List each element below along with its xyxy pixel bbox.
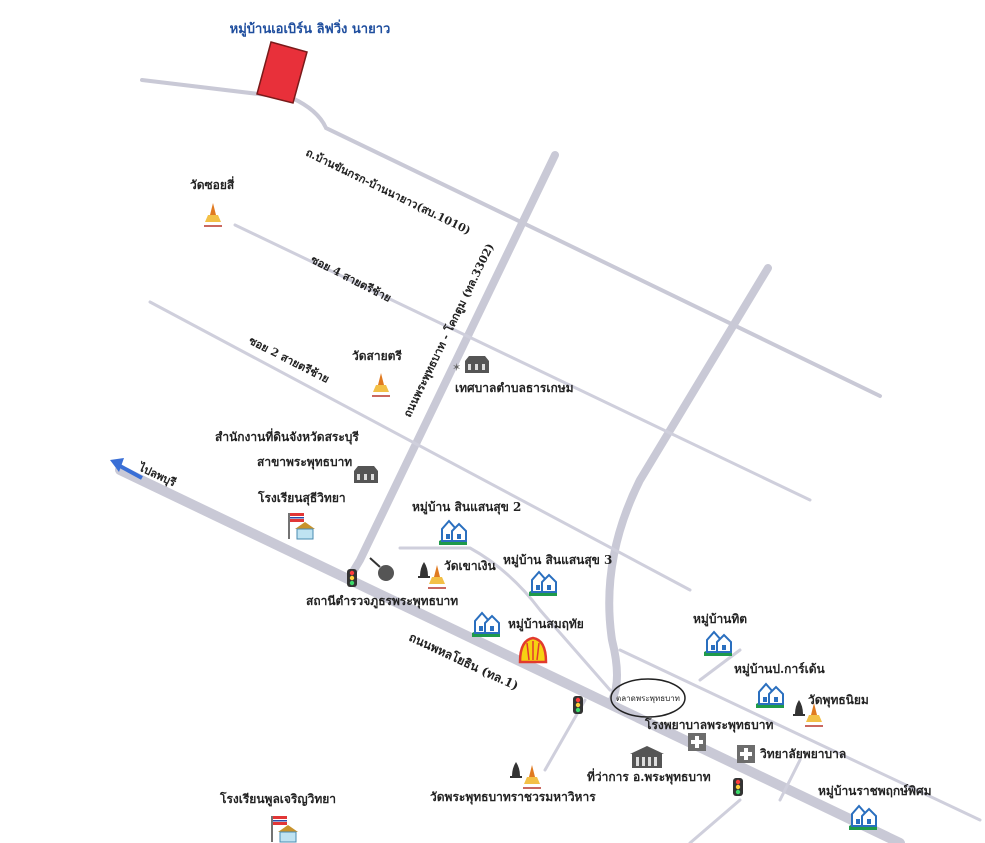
shell-logo-icon — [518, 636, 548, 664]
market-label: ตลาดพระพุทธบาท — [616, 694, 680, 703]
road-highway-1 — [115, 465, 905, 843]
village-sombat-label: หมู่บ้านสมฤทัย — [508, 617, 584, 632]
wat-phra-phutthabat-label: วัดพระพุทธบาทราชวรมหาวิหาร — [430, 790, 596, 805]
hospital-icon — [688, 733, 706, 751]
traffic-light-icon — [347, 569, 357, 587]
building-icon — [354, 466, 378, 483]
hospital-label: โรงพยาบาลพระพุทธบาท — [644, 717, 773, 733]
nursing-college-label: วิทยาลัยพยาบาล — [760, 747, 846, 761]
wat-soi-si-label: วัดซอยสี่ — [190, 176, 235, 192]
school-icon — [271, 815, 299, 843]
wat-khao-ngoen-label: วัดเขาเงิน — [444, 559, 497, 573]
road-local-5 — [778, 758, 802, 802]
police-station-label: สถานีตำรวจภูธรพระพุทธบาท — [306, 594, 458, 609]
village-ratchaphruek-label: หมู่บ้านราชพฤกษ์พิศม — [818, 784, 932, 799]
stupa-icon — [418, 562, 430, 578]
temple-icon — [522, 764, 542, 789]
soi-4-label: ซอย 4 สายตรีช้าย — [309, 253, 394, 305]
road-local-4 — [698, 648, 742, 682]
village-pkar-label: หมู่บ้านป.การ์เด้น — [734, 662, 826, 677]
government-building-icon — [630, 746, 664, 768]
stupa-icon — [510, 762, 522, 778]
school-phunchareon-label: โรงเรียนพูลเจริญวิทยา — [219, 791, 336, 807]
land-office-label-2: สาขาพระพุทธบาท — [257, 455, 352, 470]
temple-icon — [203, 202, 223, 227]
satellite-dish-icon — [369, 557, 394, 581]
target-plot — [256, 41, 308, 104]
school-suthi-label: โรงเรียนสุธีวิทยา — [257, 490, 346, 506]
village-thit-label: หมู่บ้านทิต — [693, 612, 747, 627]
road-east — [605, 264, 772, 704]
house-icon — [471, 612, 501, 638]
wat-sai-tri-label: วัดสายตรี — [352, 349, 402, 363]
road-local-1 — [398, 546, 612, 692]
school-icon — [288, 512, 316, 540]
road-local-6 — [688, 798, 742, 843]
land-office-label-1: สำนักงานที่ดินจังหวัดสระบุรี — [215, 428, 359, 445]
arrow-to-lopburi — [110, 458, 143, 480]
house-icon — [438, 520, 468, 546]
house-icon — [703, 631, 733, 657]
road-local-2 — [618, 648, 982, 822]
market-circle — [610, 678, 686, 718]
building-icon — [465, 356, 489, 373]
traffic-light-icon — [573, 696, 583, 714]
star-icon: ✶ — [452, 361, 461, 374]
temple-icon — [371, 372, 391, 397]
house-icon — [755, 683, 785, 709]
village-sinsaensuk2-label: หมู่บ้าน สินแสนสุข 2 — [412, 500, 521, 515]
village-sinsaensuk3-label: หมู่บ้าน สินแสนสุข 3 — [503, 553, 612, 568]
road-soi-4 — [233, 223, 812, 502]
road-soi-2 — [148, 300, 692, 592]
house-icon — [528, 571, 558, 597]
wat-phutthaniyom-label: วัดพุทธนิยม — [808, 693, 869, 708]
municipality-label: เทศบาลตำบลธารเกษม — [455, 381, 574, 395]
traffic-light-icon — [733, 778, 743, 796]
target-title: หมู่บ้านเอเบิร์น ลิฟวิ่ง นายาว — [230, 19, 391, 37]
stupa-icon — [793, 700, 805, 716]
road-network — [115, 78, 982, 843]
district-office-label: ที่ว่าการ อ.พระพุทธบาท — [587, 768, 711, 785]
hospital-icon — [737, 745, 755, 763]
house-icon — [848, 805, 878, 831]
